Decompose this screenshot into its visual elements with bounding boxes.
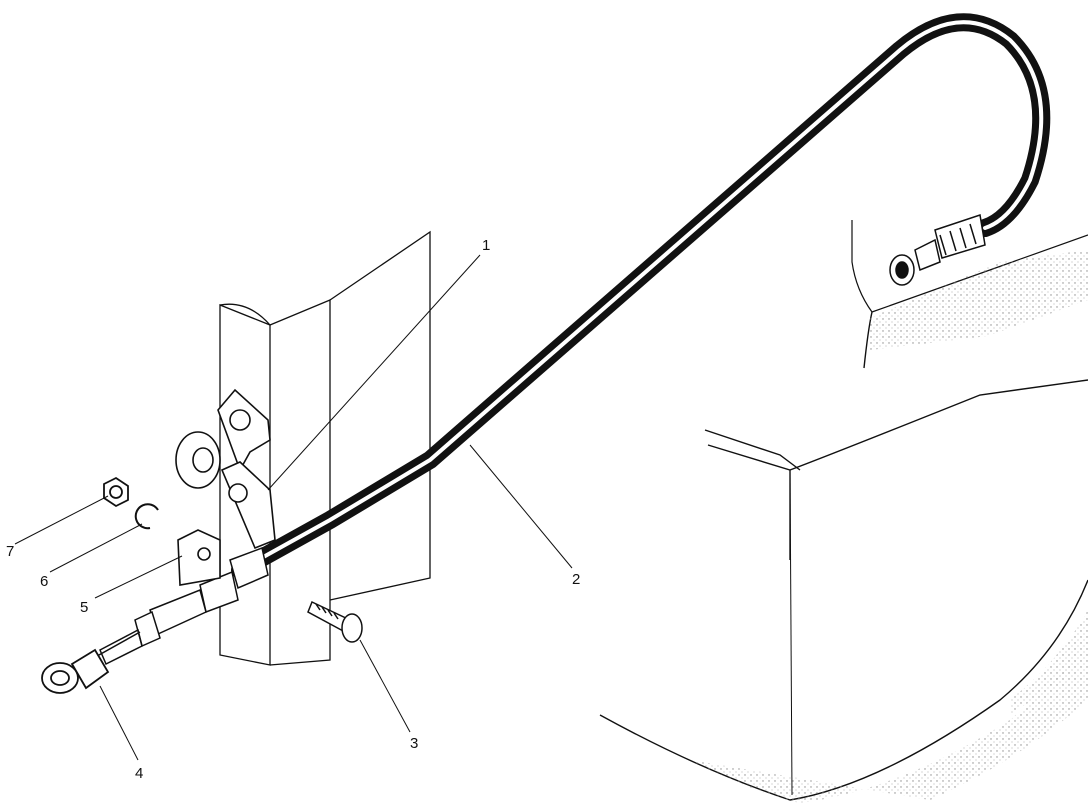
callout-3: 3 <box>410 735 418 752</box>
throttle-cable <box>231 13 1051 579</box>
bracket-assembly <box>175 388 276 586</box>
callout-6: 6 <box>40 573 48 590</box>
callout-labels: 1 2 3 4 5 6 7 <box>6 237 580 782</box>
callout-7: 7 <box>6 543 14 560</box>
mounting-panel <box>219 230 431 666</box>
clip-part-6 <box>134 503 159 530</box>
bolt-part-3 <box>307 600 363 643</box>
ring-fitting-part-4 <box>41 648 110 694</box>
nut-part-7 <box>103 476 129 508</box>
callout-4: 4 <box>135 765 143 782</box>
callout-2: 2 <box>572 571 580 588</box>
engine-housing <box>599 220 1088 803</box>
callout-1: 1 <box>482 237 490 254</box>
cable-end-fitting <box>889 214 986 286</box>
callout-5: 5 <box>80 599 88 616</box>
cable-adjuster <box>89 546 269 666</box>
leader-lines <box>14 254 573 761</box>
